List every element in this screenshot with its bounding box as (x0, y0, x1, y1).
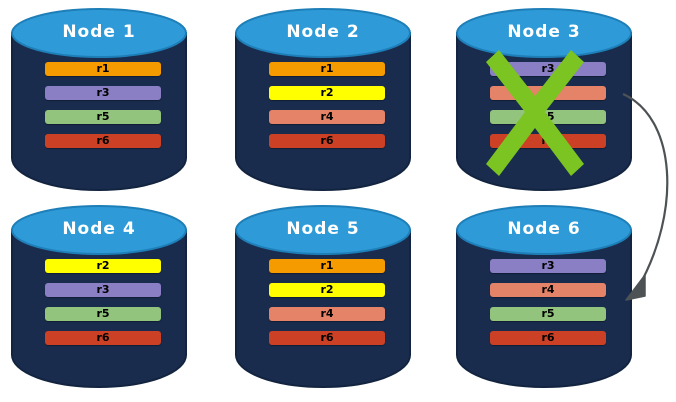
record-bar[interactable]: r1 (269, 62, 385, 76)
record-bar[interactable]: r5 (45, 307, 161, 321)
record-list: r1 r2 r4 r6 (269, 259, 385, 345)
record-bar[interactable]: r4 (490, 86, 606, 100)
record-bar[interactable]: r3 (45, 283, 161, 297)
record-bar[interactable]: r5 (45, 110, 161, 124)
record-bar[interactable]: r4 (269, 110, 385, 124)
record-bar[interactable]: r6 (45, 134, 161, 148)
record-bar[interactable]: r2 (45, 259, 161, 273)
record-bar[interactable]: r2 (269, 86, 385, 100)
record-bar[interactable]: r4 (269, 307, 385, 321)
cylinder-top-ellipse (11, 8, 187, 58)
record-bar[interactable]: r5 (490, 110, 606, 124)
cylinder-top-ellipse (235, 205, 411, 255)
record-bar[interactable]: r6 (45, 331, 161, 345)
record-bar[interactable]: r5 (490, 307, 606, 321)
record-bar[interactable]: r3 (490, 259, 606, 273)
record-bar[interactable]: r3 (490, 62, 606, 76)
cylinder-top-ellipse (235, 8, 411, 58)
record-bar[interactable]: r4 (490, 283, 606, 297)
cylinder-top-ellipse (456, 205, 632, 255)
record-bar[interactable]: r6 (269, 331, 385, 345)
record-list: r3 r4 r5 r6 (490, 259, 606, 345)
cylinder-top-ellipse (11, 205, 187, 255)
record-list: r2 r3 r5 r6 (45, 259, 161, 345)
record-bar[interactable]: r1 (269, 259, 385, 273)
record-bar[interactable]: r3 (45, 86, 161, 100)
record-bar[interactable]: r6 (490, 134, 606, 148)
cylinder-top-ellipse (456, 8, 632, 58)
record-bar[interactable]: r2 (269, 283, 385, 297)
record-list: r1 r3 r5 r6 (45, 62, 161, 148)
record-list: r3 r4 r5 r6 (490, 62, 606, 148)
record-list: r1 r2 r4 r6 (269, 62, 385, 148)
record-bar[interactable]: r6 (269, 134, 385, 148)
record-bar[interactable]: r1 (45, 62, 161, 76)
record-bar[interactable]: r6 (490, 331, 606, 345)
